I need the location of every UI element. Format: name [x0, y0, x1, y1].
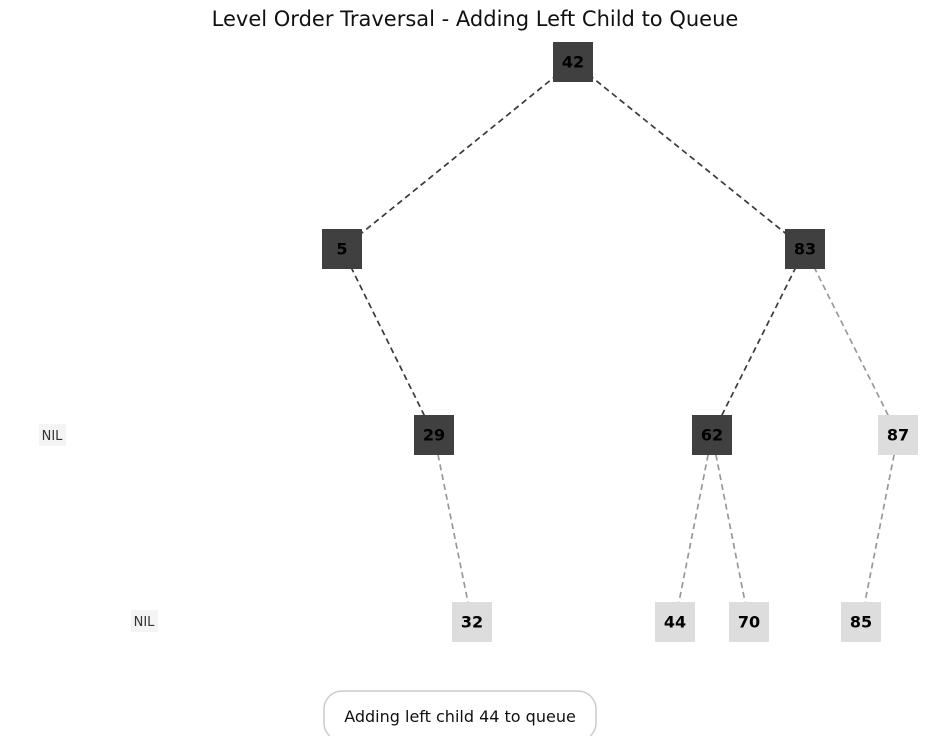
node-box	[655, 602, 695, 642]
node-label: 32	[461, 613, 483, 632]
tree-node-85: 85	[841, 602, 881, 642]
nil-label: NIL	[134, 615, 156, 630]
node-label: 5	[336, 240, 347, 259]
node-box	[553, 42, 593, 82]
node-box	[878, 415, 918, 455]
node-box	[785, 229, 825, 269]
node-label: 42	[562, 53, 584, 72]
tree-node-32: 32	[452, 602, 492, 642]
node-label: 70	[738, 613, 760, 632]
nil-box	[39, 424, 66, 446]
tree-node-5: 5	[322, 229, 362, 269]
tree-node-29: 29	[414, 415, 454, 455]
edge-29-32	[433, 434, 473, 623]
node-label: 29	[423, 426, 445, 445]
edge-5-29	[341, 248, 435, 436]
tree-node-87: 87	[878, 415, 918, 455]
edge-83-62	[711, 248, 806, 436]
edge-42-5	[341, 61, 574, 250]
node-box	[692, 415, 732, 455]
tree-node-62: 62	[692, 415, 732, 455]
node-box	[322, 229, 362, 269]
edge-layer	[341, 61, 899, 623]
tree-node-83: 83	[785, 229, 825, 269]
node-label: 83	[794, 240, 816, 259]
nil-box	[131, 610, 158, 632]
status-box-border	[323, 690, 597, 736]
nil-label: NIL	[42, 429, 64, 444]
node-box	[841, 602, 881, 642]
node-box	[452, 602, 492, 642]
node-label: 62	[701, 426, 723, 445]
nil-marker-level-2: NIL	[39, 424, 66, 446]
edge-87-85	[860, 434, 899, 623]
node-label: 87	[887, 426, 909, 445]
edge-83-87	[804, 248, 899, 436]
status-box: Adding left child 44 to queue	[323, 690, 597, 736]
tree-node-70: 70	[729, 602, 769, 642]
tree-node-42: 42	[553, 42, 593, 82]
edge-62-70	[711, 434, 750, 623]
node-box	[729, 602, 769, 642]
node-layer: 42 5 83 29 62 87 32 44 70 85	[322, 42, 918, 642]
diagram-title: Level Order Traversal - Adding Left Chil…	[212, 7, 739, 31]
edge-62-44	[674, 434, 713, 623]
status-text: Adding left child 44 to queue	[344, 707, 576, 726]
edge-42-83	[572, 61, 806, 250]
node-label: 44	[664, 613, 686, 632]
nil-marker-level-3: NIL	[131, 610, 158, 632]
node-box	[414, 415, 454, 455]
node-label: 85	[850, 613, 872, 632]
tree-node-44: 44	[655, 602, 695, 642]
